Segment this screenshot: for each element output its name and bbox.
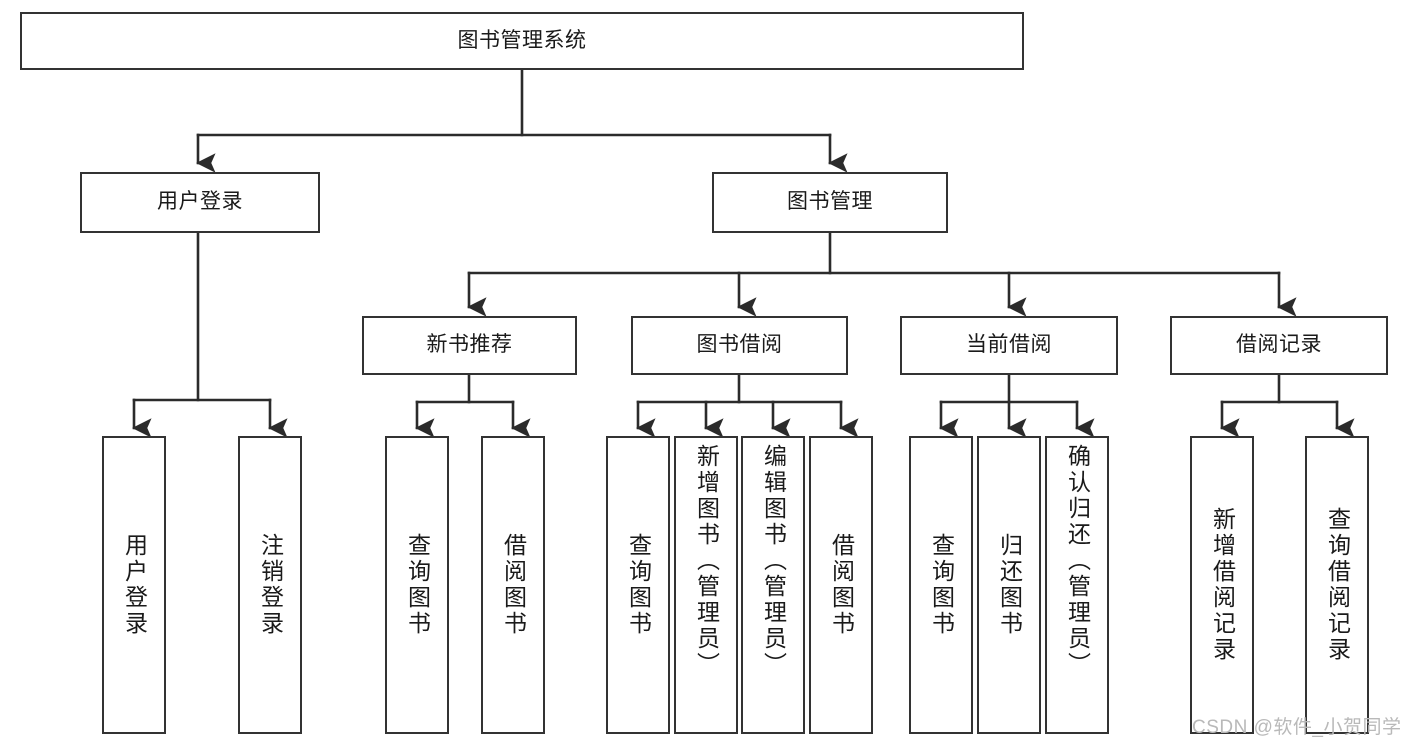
leaf-query-book-current[interactable]: 查询图书	[909, 436, 973, 734]
node-label: 归还图书	[996, 533, 1023, 637]
node-label: 图书借阅	[696, 333, 783, 357]
leaf-add-borrow-record[interactable]: 新增借阅记录	[1190, 436, 1254, 734]
leaf-logout[interactable]: 注销登录	[238, 436, 302, 734]
node-current-borrow[interactable]: 当前借阅	[900, 316, 1118, 375]
node-label: 图书管理	[787, 190, 873, 214]
leaf-query-book-recommend[interactable]: 查询图书	[385, 436, 449, 734]
node-label: 新增图书（管理员）	[693, 444, 720, 678]
node-label: 确认归还（管理员）	[1064, 444, 1091, 678]
leaf-query-borrow-record[interactable]: 查询借阅记录	[1305, 436, 1369, 734]
node-label: 借阅图书	[828, 533, 855, 637]
node-label: 查询借阅记录	[1324, 507, 1351, 663]
leaf-return-book[interactable]: 归还图书	[977, 436, 1041, 734]
node-label: 用户登录	[157, 190, 243, 214]
node-label: 图书管理系统	[457, 28, 587, 52]
leaf-add-book-admin[interactable]: 新增图书（管理员）	[674, 436, 738, 734]
node-borrow-record[interactable]: 借阅记录	[1170, 316, 1388, 375]
node-label: 用户登录	[121, 533, 148, 637]
node-label: 新书推荐	[426, 333, 513, 357]
node-book-management[interactable]: 图书管理	[712, 172, 948, 233]
node-label: 注销登录	[257, 533, 284, 637]
node-label: 借阅记录	[1236, 333, 1322, 357]
leaf-confirm-return-admin[interactable]: 确认归还（管理员）	[1045, 436, 1109, 734]
node-label: 编辑图书（管理员）	[760, 444, 787, 678]
node-label: 查询图书	[625, 533, 652, 637]
node-user-login[interactable]: 用户登录	[80, 172, 320, 233]
node-book-borrow[interactable]: 图书借阅	[631, 316, 848, 375]
leaf-query-book-borrow[interactable]: 查询图书	[606, 436, 670, 734]
node-label: 新增借阅记录	[1209, 507, 1236, 663]
leaf-borrow-book-recommend[interactable]: 借阅图书	[481, 436, 545, 734]
node-root-library-system[interactable]: 图书管理系统	[20, 12, 1024, 70]
leaf-user-login[interactable]: 用户登录	[102, 436, 166, 734]
leaf-borrow-book[interactable]: 借阅图书	[809, 436, 873, 734]
node-label: 当前借阅	[966, 333, 1052, 357]
node-label: 查询图书	[404, 533, 431, 637]
node-label: 查询图书	[928, 533, 955, 637]
leaf-edit-book-admin[interactable]: 编辑图书（管理员）	[741, 436, 805, 734]
node-new-book-recommend[interactable]: 新书推荐	[362, 316, 577, 375]
node-label: 借阅图书	[500, 533, 527, 637]
